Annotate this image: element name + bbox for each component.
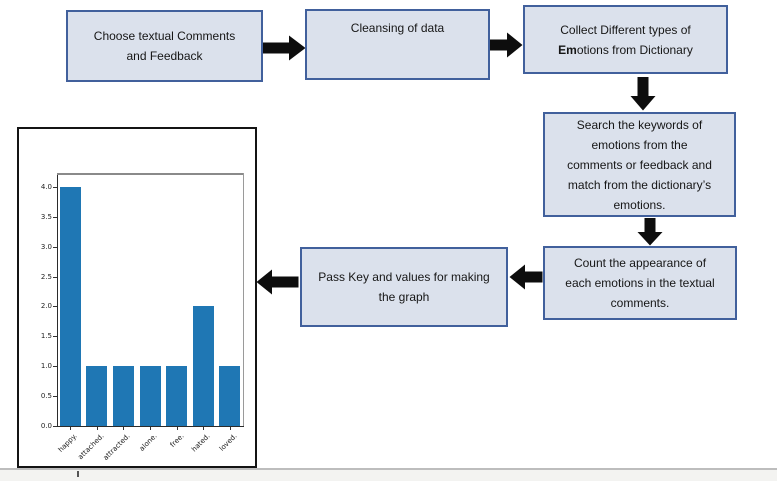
y-tick-label: 4.0 [40, 182, 52, 191]
box-pass-key-values: Pass Key and values for making the graph [300, 247, 508, 327]
y-tick-label: 0.0 [40, 422, 52, 430]
bar [59, 187, 81, 426]
box-text-line: and Feedback [126, 49, 203, 63]
y-tick-label: 1.0 [40, 362, 52, 371]
flow-arrow-left-icon [256, 269, 299, 295]
y-tick-mark [53, 396, 57, 398]
y-tick-mark [53, 246, 57, 248]
bold-text: Em [558, 42, 577, 57]
x-tick-mark [150, 427, 151, 430]
y-tick-label: 3.5 [40, 212, 52, 221]
box-text-line: Pass Key and values for making [318, 270, 490, 284]
box-text-line: Search the keywords of [576, 117, 703, 132]
x-tick-mark [96, 427, 98, 430]
x-tick-mark [229, 427, 231, 430]
y-tick-mark [53, 186, 57, 188]
plot-left-spine [57, 175, 58, 426]
y-tick-label: 1.5 [40, 332, 52, 341]
y-tick-mark [53, 276, 57, 278]
box-search-keywords: Search the keywords of emotions from the… [543, 112, 736, 217]
box-choose-comments: Choose textual Comments and Feedback [66, 10, 263, 82]
x-tick-mark [203, 427, 205, 430]
box-collect-emotions: Collect Different types of Emotions from… [523, 5, 728, 74]
clipped-caption-fragment [77, 471, 79, 477]
box-text-line: each emotions in the textual [565, 276, 715, 290]
box-text-line: Choose textual Comments [93, 29, 236, 43]
y-tick-mark [53, 216, 57, 218]
box-text-rest: otions from Dictionary [576, 42, 693, 57]
box-text-line: Collect Different types of [560, 22, 691, 37]
y-tick-mark [53, 306, 57, 308]
box-text-line: the graph [378, 290, 430, 304]
bar [112, 366, 134, 426]
box-text-line: comments or feedback and [567, 157, 712, 172]
flow-arrow-down-icon [637, 218, 663, 246]
x-tick-mark [70, 427, 72, 430]
plot-right-spine [243, 173, 244, 427]
y-tick-label: 2.0 [40, 302, 52, 311]
bar [192, 306, 214, 426]
box-text-line: match from the dictionary’s [567, 177, 712, 192]
y-tick-label: 2.5 [40, 272, 52, 281]
flow-arrow-down-icon [630, 77, 656, 111]
box-text-line: Cleansing of data [350, 21, 445, 35]
flow-arrow-left-icon [509, 264, 543, 290]
bar [219, 366, 241, 426]
y-tick-label: 3.0 [40, 242, 52, 251]
flow-arrow-right-icon [490, 32, 523, 58]
box-cleansing-data: Cleansing of data [305, 9, 490, 80]
y-tick-mark [53, 426, 57, 427]
y-tick-label: 0.5 [40, 392, 52, 401]
y-tick-mark [53, 336, 57, 338]
bar [86, 366, 108, 426]
plot-bottom-spine [57, 426, 244, 427]
plot-top-spine [57, 173, 244, 175]
bar [139, 366, 161, 426]
bar [166, 366, 188, 426]
box-text-line: comments. [610, 296, 670, 310]
box-count-appearance: Count the appearance of each emotions in… [543, 246, 737, 320]
box-text-line: Emotions from Dictionary [525, 40, 726, 60]
y-tick-mark [53, 366, 57, 368]
x-tick-mark [176, 427, 178, 430]
x-tick-mark [123, 427, 125, 430]
box-text-line: Count the appearance of [573, 256, 707, 270]
flow-arrow-right-icon [263, 35, 306, 61]
box-text-line: emotions. [613, 197, 666, 212]
box-text-line: emotions from the [591, 137, 688, 152]
horizontal-scrollbar-track[interactable] [0, 468, 777, 481]
